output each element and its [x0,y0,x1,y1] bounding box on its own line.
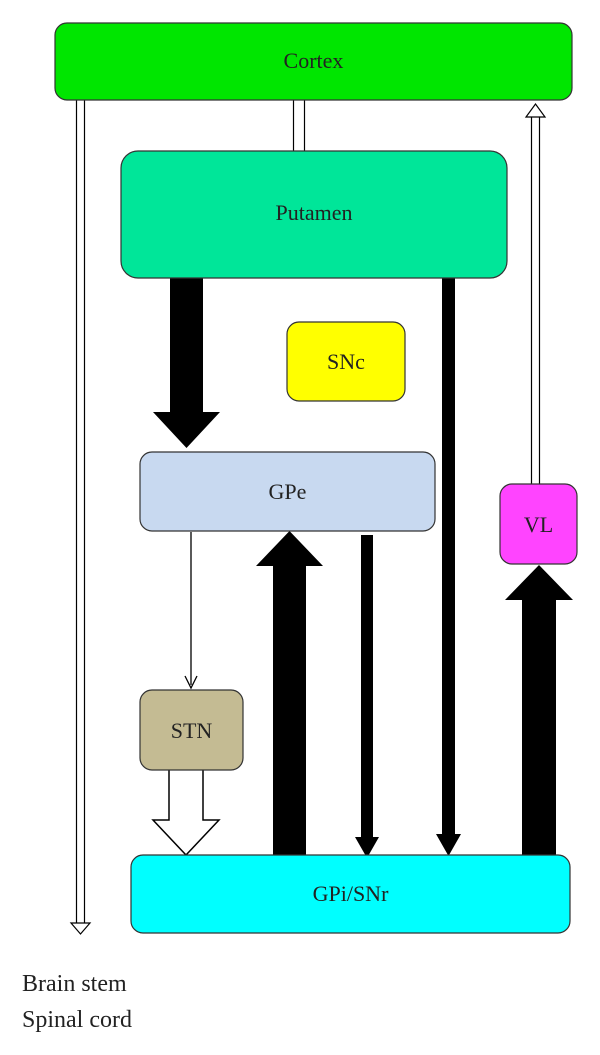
gpisnr-node: GPi/SNr [130,854,571,934]
putamen-to-gpisnr-arrow [436,278,461,856]
cortex-node: Cortex [54,22,573,101]
vl-node: VL [499,483,578,565]
gpisnr-to-gpe-arrow [256,531,323,857]
gpisnr-to-vl-arrow [505,565,573,857]
brain-stem-label: Brain stem [22,971,127,997]
putamen-box [120,150,508,279]
output-label: Brain stem Spinal cord [22,971,132,1033]
snc-box [286,321,406,402]
spinal-cord-label: Spinal cord [22,1007,132,1033]
putamen-label: Putamen [276,200,353,225]
gpisnr-label: GPi/SNr [313,881,389,906]
gpisnr-box [130,854,571,934]
snc-node: SNc [286,321,406,402]
stn-label: STN [171,718,213,743]
vl-to-cortex-arrow [524,102,547,484]
putamen-to-gpe-arrow [153,278,220,448]
cortex-box [54,22,573,101]
snc-label: SNc [327,349,365,374]
cortex-to-brainstem-arrow [69,100,92,935]
cortex-label: Cortex [284,48,344,73]
stn-to-gpisnr-arrow [151,765,221,857]
vl-box [499,483,578,565]
gpe-node: GPe [139,451,436,532]
gpe-box [139,451,436,532]
stn-box [139,689,244,771]
putamen-node: Putamen [120,150,508,279]
gpe-label: GPe [269,479,307,504]
cortex-to-putamen-connector [292,100,306,151]
gpe-to-stn-arrow [184,532,198,690]
stn-node: STN [139,689,244,771]
gpe-to-gpisnr-arrow [355,535,379,858]
vl-label: VL [524,512,553,537]
